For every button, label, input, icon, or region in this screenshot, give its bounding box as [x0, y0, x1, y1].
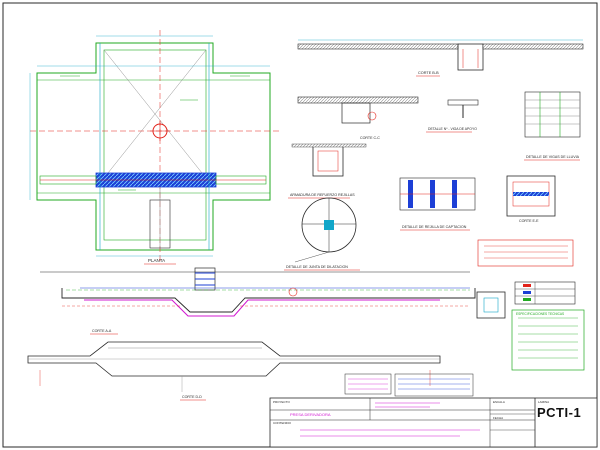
section-dd: CORTE D-D: [27, 341, 441, 401]
title-block-scale-label: ESCALA: [493, 400, 505, 404]
title-block-drawing-title: PRESA DERIVADORA: [290, 412, 331, 417]
section-aa: CORTE A-A: [40, 267, 506, 335]
specs-title: ESPECIFICACIONES TECNICAS: [516, 312, 564, 316]
joint-detail-title: DETALLE DE JUNTA DE DILATACION: [286, 265, 348, 269]
section-cc-title: CORTE C-C: [360, 136, 380, 140]
grate-reinforcement-title: ARMADURA DE REFUERZO REJILLAS: [290, 193, 355, 197]
title-block-content-label: CONTENIDO: [273, 421, 292, 425]
title-block-sheet-label: LAMINA: [538, 400, 549, 404]
section-ee-title: CORTE E-E: [519, 219, 539, 223]
plan-view: PLANTA: [29, 30, 280, 265]
section-bb: CORTE B-B: [297, 39, 584, 77]
rain-beams-title: DETALLE DE VIGAS DE LLUVIA: [526, 155, 580, 159]
general-notes: [344, 373, 474, 397]
title-block-date-label: FECHA: [493, 416, 503, 420]
intake-grate-title: DETALLE DE REJILLA DE CAPTACION: [402, 225, 467, 229]
rain-beams-detail: DETALLE DE VIGAS DE LLUVIA: [524, 91, 581, 161]
title-block-project-label: PROYECTO: [273, 400, 290, 404]
section-dd-title: CORTE D-D: [182, 395, 202, 399]
title-block: PROYECTO CONTENIDO PRESA DERIVADORA ESCA…: [269, 397, 598, 448]
intake-grate-detail: DETALLE DE REJILLA DE CAPTACION: [399, 177, 476, 231]
spec-notes: ESPECIFICACIONES TECNICAS: [477, 239, 585, 371]
drawing-code: PCTI-1: [537, 405, 582, 420]
grate-reinforcement: ARMADURA DE REFUERZO REJILLAS: [288, 193, 355, 199]
section-bb-title: CORTE B-B: [418, 71, 439, 75]
section-cc: CORTE C-C: [291, 136, 380, 177]
support-beam-detail: DETALLE Nº - VIGA DE APOYO: [297, 96, 479, 133]
support-beam-title: DETALLE Nº - VIGA DE APOYO: [428, 127, 477, 131]
section-ee: CORTE E-E: [506, 175, 556, 223]
section-aa-title: CORTE A-A: [92, 329, 112, 333]
plan-title: PLANTA: [148, 258, 165, 263]
joint-detail-circle: DETALLE DE JUNTA DE DILATACION: [284, 197, 360, 271]
